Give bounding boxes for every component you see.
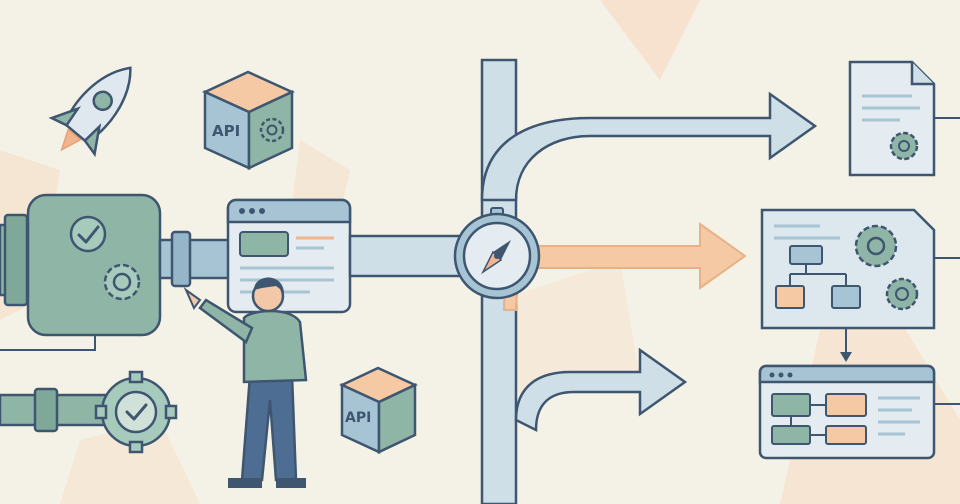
arrow-right-icon [480, 91, 818, 202]
person-pointing-icon [183, 277, 308, 488]
arrow-right-icon [514, 347, 688, 433]
gear-icon [854, 224, 898, 268]
check-icon [69, 215, 107, 253]
gear-icon [259, 117, 285, 143]
compass-icon [453, 207, 541, 300]
api-cube-top: API [202, 70, 295, 170]
gear-check-icon [94, 370, 178, 454]
gear-icon [889, 131, 919, 161]
rocket-icon [48, 66, 132, 158]
browser-window-icon [226, 198, 352, 314]
gear-icon [103, 263, 141, 301]
api-cube-bottom-label: API [345, 410, 371, 426]
flowchart-icon [760, 208, 960, 362]
road-network [348, 58, 818, 504]
gear-icon [885, 277, 919, 311]
dashboard-window-icon [758, 364, 960, 460]
pipe-system [0, 193, 237, 433]
api-cube-bottom: API [339, 366, 418, 454]
api-cube-top-label: API [212, 122, 240, 140]
document-icon [848, 60, 960, 177]
